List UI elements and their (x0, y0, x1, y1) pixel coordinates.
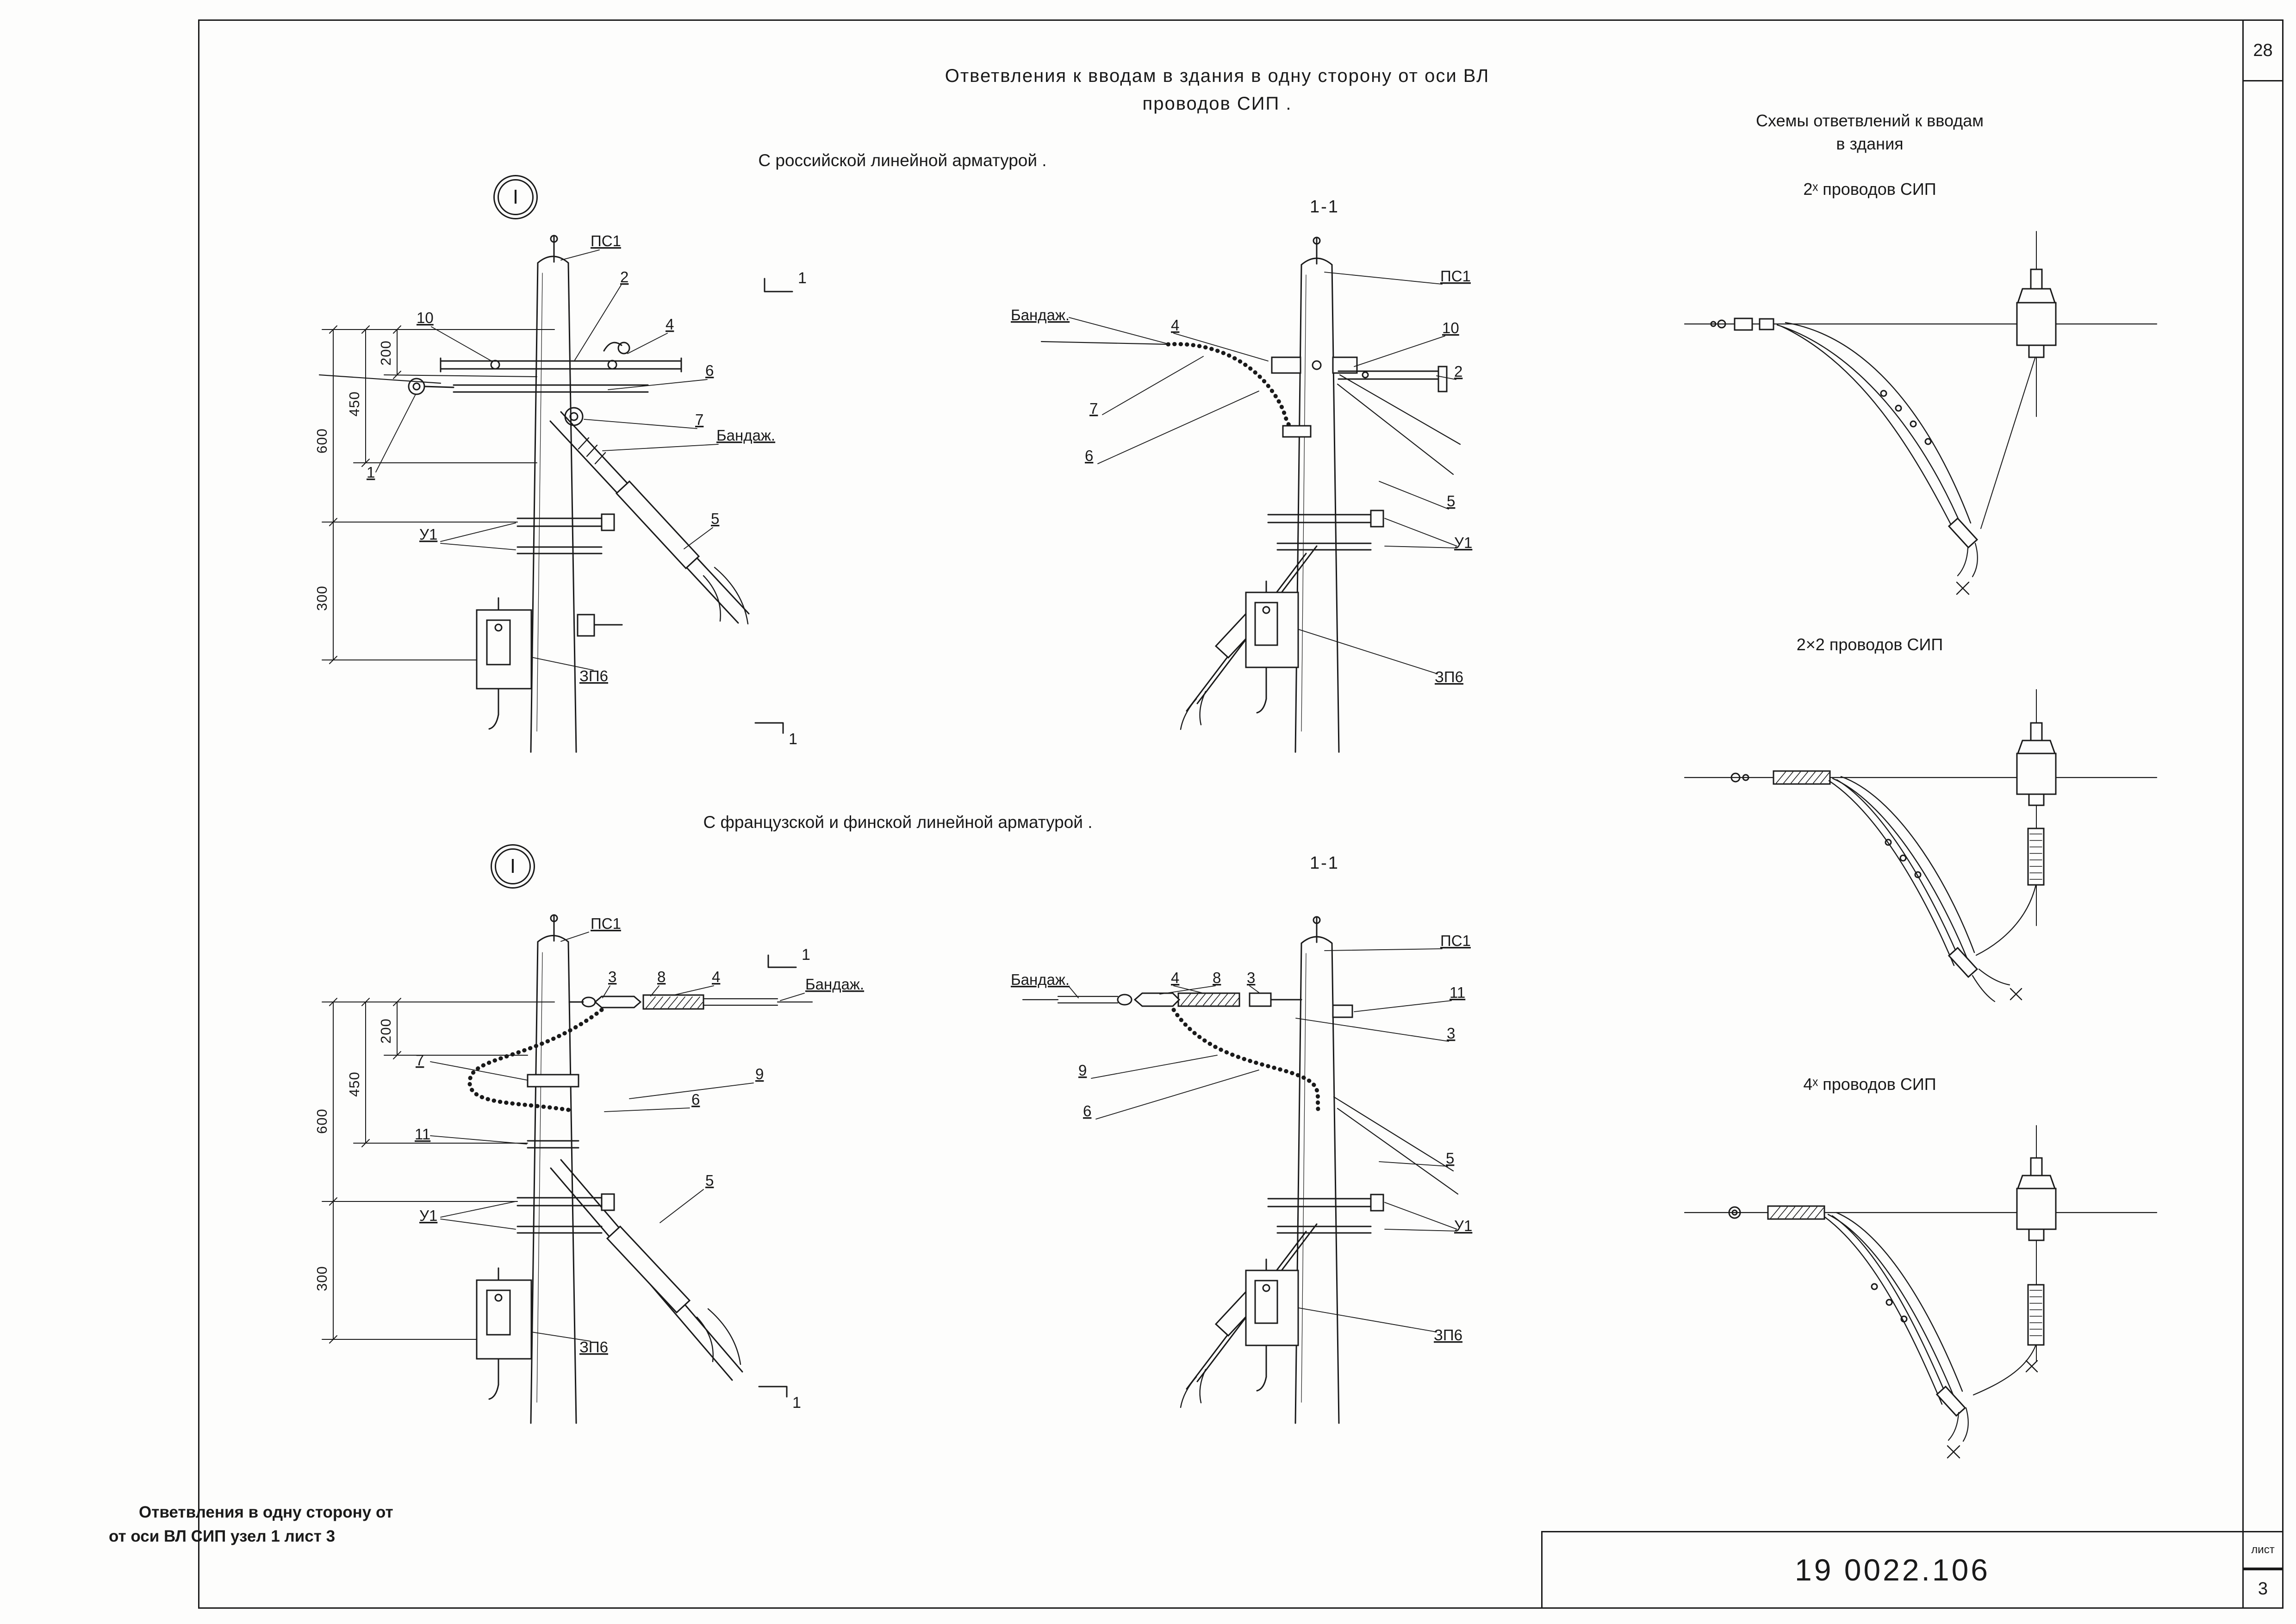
footer-note-line2: от оси ВЛ СИП узел 1 лист 3 (109, 1527, 336, 1545)
dim-200: 200 (378, 1018, 394, 1044)
sheet-label-cell: лист (2242, 1531, 2284, 1569)
label-ps1: ПС1 (1440, 268, 1471, 285)
label-u1: У1 (1454, 534, 1472, 551)
view-mark-ring (495, 848, 531, 884)
label-9: 9 (755, 1065, 764, 1083)
label-u1: У1 (1454, 1217, 1472, 1234)
label-u1: У1 (419, 1207, 437, 1224)
scheme1-label: 2ˣ проводов СИП (1803, 180, 1936, 199)
section-mark-top: 1 (798, 269, 807, 287)
schemes-header-line1: Схемы ответвлений к вводам (1755, 111, 1984, 130)
label-3: 3 (608, 968, 616, 985)
dim-600: 600 (314, 428, 330, 454)
drawing-russian-section: Бандаж. 4 ПС1 10 2 7 6 5 У1 ЗП6 (1011, 236, 1472, 753)
line-art (1040, 236, 1461, 753)
footer-note-line1: Ответвления в одну сторону от (139, 1503, 393, 1521)
section-mark-top: 1 (802, 946, 810, 964)
label-10: 10 (417, 309, 434, 326)
french-subtitle: С французской и финской линейной арматур… (703, 813, 1093, 832)
dim-300: 300 (314, 1266, 330, 1291)
drawing-scheme-2x2 (1684, 689, 2158, 1002)
section-mark-bottom: 1 (789, 730, 797, 748)
label-11: 11 (1450, 984, 1465, 1001)
label-bandazh: Бандаж. (1011, 306, 1070, 324)
title-block: 19 0022.106 (1541, 1531, 2244, 1609)
dim-300: 300 (314, 585, 330, 611)
label-11: 11 (415, 1126, 430, 1143)
label-3b: 3 (1447, 1025, 1455, 1042)
dim-200: 200 (378, 340, 394, 366)
section-title-russian: 1-1 (1310, 197, 1339, 217)
drawing-french-section: Бандаж. 4 8 3 ПС1 11 3 9 6 5 У1 ЗП6 (1011, 916, 1472, 1424)
label-4: 4 (1171, 969, 1179, 986)
dim-450: 450 (346, 391, 362, 417)
label-8: 8 (1213, 969, 1221, 986)
line-art (1684, 689, 2158, 1002)
label-zp6: ЗП6 (579, 667, 608, 684)
section-mark-bottom: 1 (792, 1394, 801, 1412)
label-u1: У1 (419, 526, 437, 543)
label-5: 5 (1447, 492, 1455, 510)
view-mark-circle-french: I (491, 844, 535, 889)
label-6: 6 (705, 362, 714, 379)
dim-600: 600 (314, 1108, 330, 1134)
label-9: 9 (1078, 1062, 1087, 1079)
dim-450: 450 (346, 1071, 362, 1097)
sheet-title-line2: проводов СИП . (1142, 93, 1292, 114)
label-10: 10 (1442, 319, 1459, 336)
label-bandazh: Бандаж. (1011, 971, 1070, 988)
label-4: 4 (1171, 317, 1179, 334)
label-zp6: ЗП6 (1435, 668, 1463, 685)
page-number: 28 (2253, 40, 2273, 60)
sheet-number-cell: 3 (2242, 1569, 2284, 1609)
label-7: 7 (1089, 400, 1098, 417)
scheme3-label: 4ˣ проводов СИП (1803, 1075, 1936, 1094)
label-8: 8 (657, 968, 666, 985)
line-art (322, 914, 813, 1424)
label-ps1: ПС1 (1440, 932, 1471, 949)
drawing-french-front: ПС1 3 8 4 Бандаж. 7 9 6 11 5 У1 ЗП6 600 … (314, 914, 864, 1424)
right-column-divider (2242, 19, 2244, 1609)
label-ps1: ПС1 (591, 915, 621, 932)
label-6: 6 (1083, 1102, 1091, 1120)
view-mark-ring (498, 179, 534, 215)
line-art (1684, 1125, 2158, 1459)
label-2: 2 (620, 268, 628, 286)
sheet-number: 3 (2258, 1579, 2268, 1599)
drawing-scheme-2x (1684, 231, 2158, 595)
drawing-scheme-4x (1684, 1125, 2158, 1459)
label-zp6: ЗП6 (1434, 1326, 1462, 1344)
label-bandazh: Бандаж. (805, 976, 864, 993)
page-number-cell: 28 (2242, 19, 2284, 81)
line-art (1684, 231, 2158, 595)
sheet-title-line1: Ответвления к вводам в здания в одну сто… (945, 66, 1490, 86)
label-4: 4 (712, 968, 720, 985)
drawing-russian-front: ПС1 2 4 6 7 Бандаж. 1 5 У1 10 ЗП6 600 45… (314, 232, 807, 753)
label-5: 5 (1446, 1150, 1454, 1167)
section-title-french: 1-1 (1310, 853, 1339, 873)
label-1: 1 (367, 464, 375, 481)
label-ps1: ПС1 (591, 232, 621, 249)
line-art (318, 235, 793, 753)
label-7: 7 (416, 1052, 424, 1069)
sheet-border (198, 19, 2284, 1609)
label-6: 6 (1085, 447, 1093, 464)
label-5: 5 (705, 1172, 714, 1189)
sheet-label: лист (2251, 1543, 2275, 1556)
label-6: 6 (691, 1091, 700, 1108)
label-4: 4 (666, 316, 674, 333)
russian-subtitle: С российской линейной арматурой . (758, 151, 1047, 170)
label-5: 5 (711, 510, 719, 527)
label-7: 7 (695, 411, 703, 428)
view-mark-circle-russian: I (493, 175, 538, 219)
schemes-header-line2: в здания (1836, 134, 1904, 153)
line-art (1022, 916, 1459, 1424)
label-bandazh: Бандаж. (716, 427, 775, 444)
label-3: 3 (1247, 969, 1255, 986)
label-zp6: ЗП6 (579, 1338, 608, 1356)
scheme2-label: 2×2 проводов СИП (1796, 635, 1943, 654)
label-2: 2 (1454, 363, 1462, 380)
document-number: 19 0022.106 (1794, 1553, 1991, 1587)
